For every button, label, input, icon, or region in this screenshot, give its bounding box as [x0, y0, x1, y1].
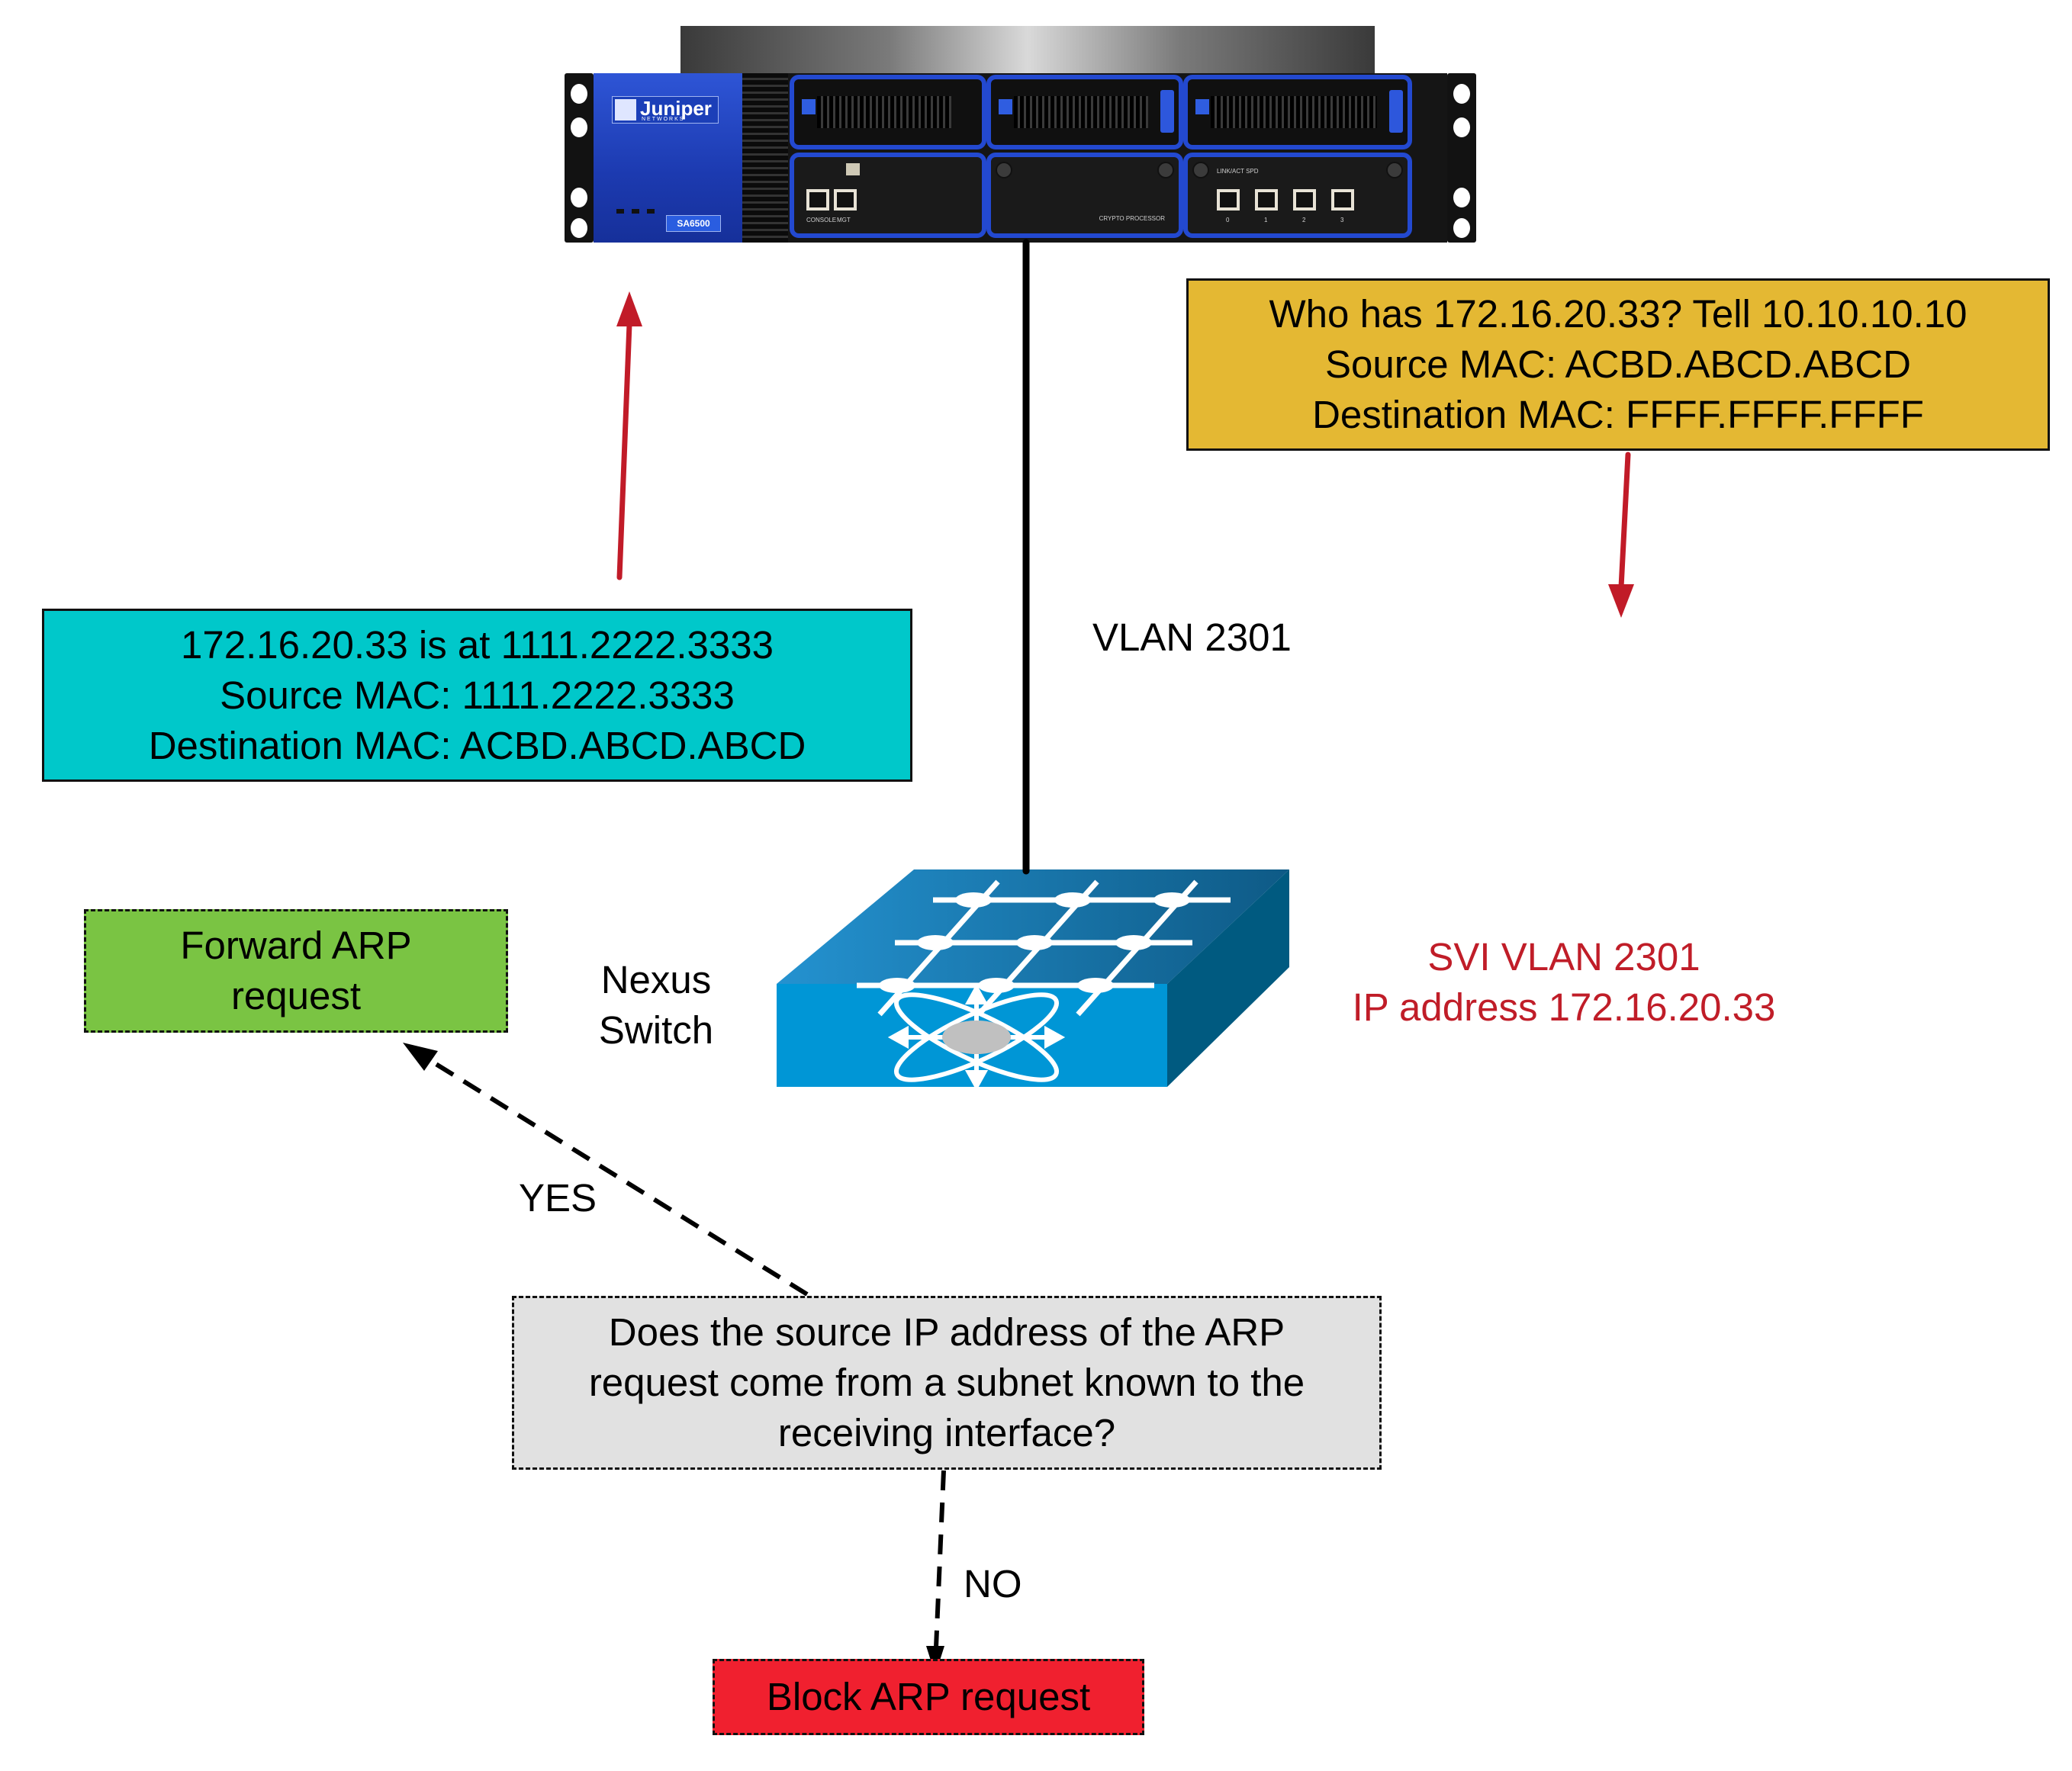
arp-reply-line-2: Source MAC: 1111.2222.3333 — [220, 673, 735, 717]
ethernet-module: LINK/ACT SPD 0 1 2 3 — [1183, 153, 1412, 238]
drive-bay-3 — [1183, 75, 1412, 149]
yes-path-arrow — [420, 1053, 809, 1297]
svi-label: SVI VLAN 2301 IP address 172.16.20.33 — [1297, 929, 1831, 1036]
juniper-logo: Juniper NETWORKS — [612, 96, 719, 124]
rack-ear-right — [1447, 73, 1476, 243]
nexus-switch-label: Nexus Switch — [598, 958, 714, 1052]
management-module: CONSOLE MGT — [790, 153, 986, 238]
juniper-sa6500-router: Juniper NETWORKS SA6500 CONSOLE MGT CRYP… — [565, 26, 1476, 249]
yes-label: YES — [519, 1176, 597, 1220]
arp-request-arrow — [1618, 452, 1631, 590]
rack-ear-left — [565, 73, 594, 243]
juniper-logo-icon — [615, 99, 636, 121]
usb-port — [846, 163, 860, 175]
router-model-badge: SA6500 — [666, 215, 721, 232]
no-label: NO — [964, 1562, 1022, 1605]
ethernet-port-2 — [1293, 189, 1316, 211]
arp-reply-line-1: 172.16.20.33 is at 1111.2222.3333 — [180, 622, 774, 667]
yes-path-arrowhead — [403, 1043, 438, 1071]
router-front-panel: Juniper NETWORKS SA6500 — [594, 73, 742, 243]
arp-request-line-3: Destination MAC: FFFF.FFFF.FFFF — [1312, 393, 1924, 436]
decision-line-1: Does the source IP address of the ARP — [608, 1310, 1285, 1354]
vlan-label: VLAN 2301 — [1092, 616, 1292, 659]
arp-reply-box: 172.16.20.33 is at 1111.2222.3333 Source… — [42, 609, 912, 782]
ethernet-port-0 — [1217, 189, 1240, 211]
nexus-switch-icon — [777, 869, 1289, 1089]
arp-reply-line-3: Destination MAC: ACBD.ABCD.ABCD — [148, 723, 806, 767]
arp-request-line-2: Source MAC: ACBD.ABCD.ABCD — [1324, 342, 1912, 386]
console-port — [806, 189, 829, 211]
status-leds — [616, 209, 655, 214]
decision-line-3: receiving interface? — [777, 1411, 1116, 1454]
decision-line-2: request come from a subnet known to the — [588, 1361, 1305, 1404]
svi-vlan-text: SVI VLAN 2301 — [1427, 935, 1700, 979]
switch-core-icon — [887, 983, 1066, 1089]
crypto-module: CRYPTO PROCESSOR — [986, 153, 1183, 238]
ethernet-port-3 — [1331, 189, 1354, 211]
ethernet-port-1 — [1255, 189, 1278, 211]
router-vent — [742, 73, 788, 243]
drive-bay-1 — [790, 75, 986, 149]
block-arp-request-box: Block ARP request — [713, 1659, 1144, 1735]
no-path-arrow — [934, 1470, 946, 1648]
arp-request-arrowhead — [1608, 584, 1634, 618]
arp-request-line-1: Who has 172.16.20.33? Tell 10.10.10.10 — [1269, 292, 1967, 336]
fabric-grid-icon — [857, 879, 1231, 1017]
mgt-port — [834, 189, 857, 211]
switch-core-disc — [942, 1020, 1011, 1054]
arp-reply-arrowhead — [616, 291, 642, 326]
switch-right-face — [1167, 869, 1289, 1087]
router-top-cover — [680, 26, 1375, 73]
drive-bay-2 — [986, 75, 1183, 149]
forward-arp-request-box: Forward ARP request — [84, 909, 508, 1033]
arp-reply-arrow — [616, 321, 632, 580]
svi-ip-text: IP address 172.16.20.33 — [1352, 985, 1776, 1029]
decision-box: Does the source IP address of the ARP re… — [512, 1296, 1382, 1470]
arp-request-box: Who has 172.16.20.33? Tell 10.10.10.10 S… — [1186, 278, 2050, 451]
